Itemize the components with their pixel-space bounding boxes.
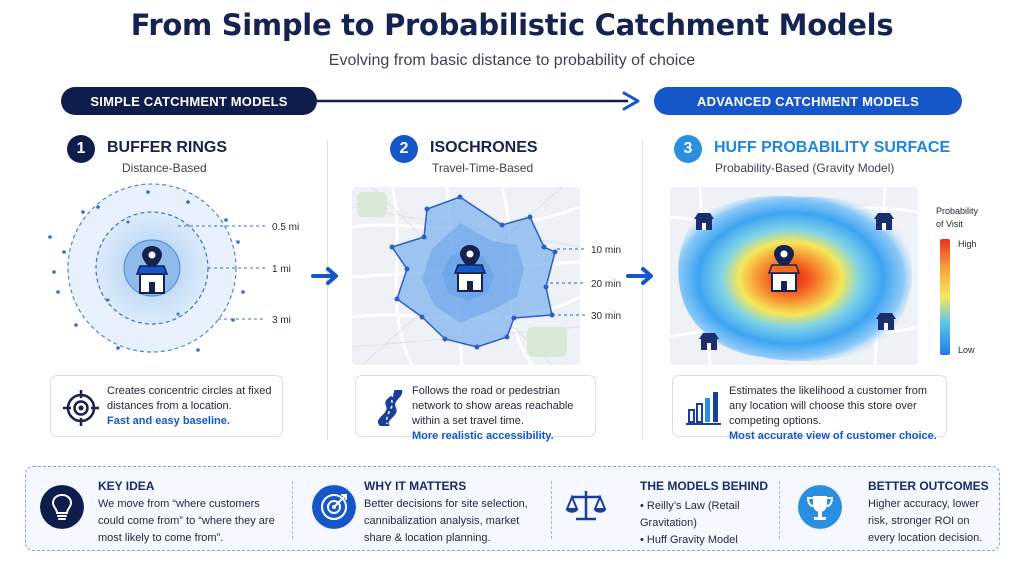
scales-icon	[565, 491, 607, 521]
models-behind-list: • Reilly’s Law (Retail Gravitation) • Hu…	[640, 498, 790, 549]
flow-arrow-icon	[311, 267, 338, 285]
isochrones-subtitle: Travel-Time-Based	[432, 161, 534, 175]
isochrones-description: Follows the road or pedestrian network t…	[412, 385, 574, 427]
column-divider	[642, 140, 643, 440]
why-it-matters-title: WHY IT MATTERS	[364, 479, 467, 493]
insight-divider	[551, 481, 552, 539]
isochrones-map: 10 min 20 min 30 min	[352, 187, 621, 365]
page-subtitle: Evolving from basic distance to probabil…	[328, 52, 696, 69]
trophy-icon	[798, 485, 842, 529]
why-it-matters-text: Better decisions for site selection, can…	[364, 498, 528, 544]
competitor-store-icon	[694, 213, 714, 230]
model-bullet: • Reilly’s Law (Retail Gravitation)	[640, 500, 740, 529]
bar-chart-icon	[686, 392, 721, 425]
key-idea-text: We move from “where customers could come…	[98, 498, 275, 544]
insight-why-it-matters: WHY IT MATTERS Better decisions for site…	[298, 467, 548, 552]
better-outcomes-text: Higher accuracy, lower risk, stronger RO…	[868, 498, 983, 544]
legend-title-line1: Probability	[936, 206, 979, 216]
road-icon	[377, 390, 403, 426]
isochrones-highlight: More realistic accessibility.	[412, 430, 554, 442]
insight-key-idea: KEY IDEA We move from “where customers c…	[26, 467, 291, 552]
models-behind-title: THE MODELS BEHIND	[640, 479, 769, 493]
store-icon	[135, 265, 169, 294]
insights-panel: KEY IDEA We move from “where customers c…	[25, 466, 1000, 551]
buffer-rings-diagram: 0.5 mi 1 mi 3 mi	[48, 183, 299, 353]
store-icon	[453, 264, 487, 292]
step-number-1: 1	[67, 135, 95, 163]
simple-models-label: SIMPLE CATCHMENT MODELS	[61, 87, 317, 115]
huff-probability-map: Probability of Visit High Low	[670, 187, 979, 365]
buffer-rings-subtitle: Distance-Based	[122, 161, 207, 175]
crosshair-icon	[63, 390, 99, 426]
ring-label-0-5mi: 0.5 mi	[272, 222, 299, 233]
insight-divider	[292, 481, 293, 539]
ring-label-1mi: 1 mi	[272, 264, 291, 275]
location-pin-icon	[774, 245, 794, 269]
page-title: From Simple to Probabilistic Catchment M…	[130, 8, 894, 42]
model-bullet: • Huff Gravity Model	[640, 534, 738, 546]
legend-low-label: Low	[958, 345, 975, 355]
isochrones-description-card: Follows the road or pedestrian network t…	[355, 375, 596, 442]
competitor-store-icon	[699, 333, 719, 350]
legend-title-line2: of Visit	[936, 219, 963, 229]
insight-better-outcomes: BETTER OUTCOMES Higher accuracy, lower r…	[784, 467, 998, 552]
key-idea-title: KEY IDEA	[98, 479, 155, 493]
huff-title: HUFF PROBABILITY SURFACE	[714, 139, 951, 156]
isochrones-title: ISOCHRONES	[430, 139, 538, 156]
progression-arrow	[310, 91, 640, 111]
isochrone-label-10min: 10 min	[591, 245, 621, 256]
huff-subtitle: Probability-Based (Gravity Model)	[715, 161, 895, 175]
legend-color-scale	[940, 239, 950, 355]
location-pin-icon	[142, 246, 162, 270]
isochrone-label-20min: 20 min	[591, 279, 621, 290]
location-pin-icon	[460, 245, 480, 269]
legend-high-label: High	[958, 239, 977, 249]
step-number-2: 2	[390, 135, 418, 163]
target-icon	[312, 485, 356, 529]
buffer-rings-highlight: Fast and easy baseline.	[107, 415, 230, 427]
competitor-store-icon	[874, 213, 894, 230]
lightbulb-icon	[40, 485, 84, 529]
huff-description: Estimates the likelihood a customer from…	[729, 385, 928, 427]
huff-highlight: Most accurate view of customer choice.	[729, 430, 937, 442]
advanced-models-label: ADVANCED CATCHMENT MODELS	[654, 87, 962, 115]
column-divider	[327, 140, 328, 440]
buffer-rings-title: BUFFER RINGS	[107, 139, 227, 156]
insight-models-behind: THE MODELS BEHIND • Reilly’s Law (Retail…	[556, 467, 776, 552]
flow-arrow-icon	[626, 267, 653, 285]
competitor-store-icon	[876, 313, 896, 330]
step-number-3: 3	[674, 135, 702, 163]
huff-description-card: Estimates the likelihood a customer from…	[672, 375, 947, 442]
store-icon	[767, 264, 801, 292]
buffer-rings-description: Creates concentric circles at fixed dist…	[107, 385, 272, 412]
buffer-rings-description-card: Creates concentric circles at fixed dist…	[50, 375, 283, 437]
isochrone-label-30min: 30 min	[591, 311, 621, 322]
insight-divider	[779, 481, 780, 539]
ring-label-3mi: 3 mi	[272, 315, 291, 326]
better-outcomes-title: BETTER OUTCOMES	[868, 479, 989, 493]
